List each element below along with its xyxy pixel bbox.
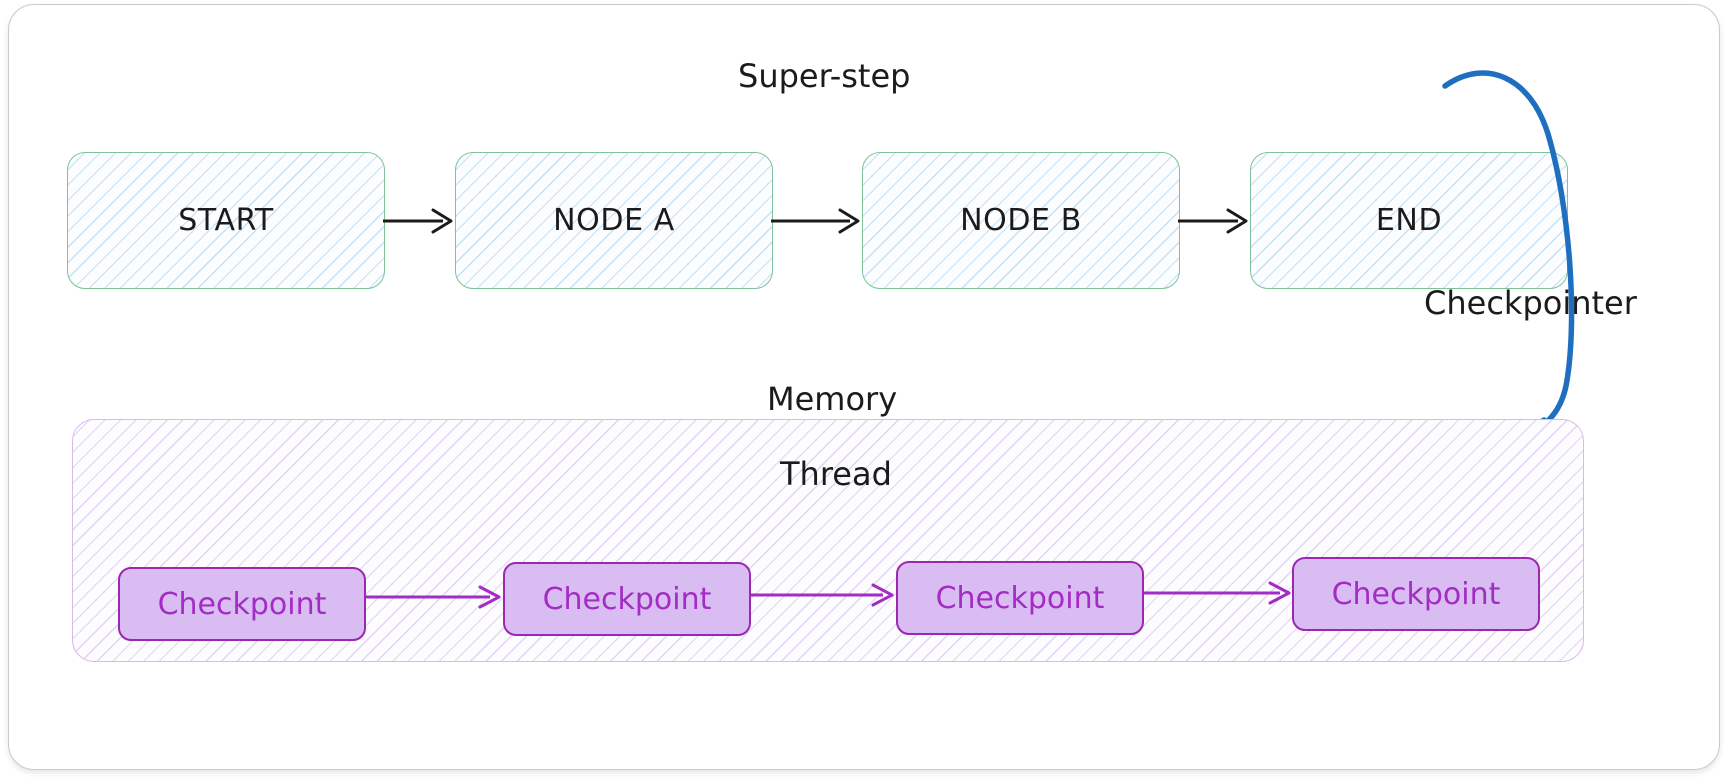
checkpointer-label: Checkpointer <box>1424 284 1637 322</box>
thread-label: Thread <box>780 455 892 493</box>
checkpoint-node-2-label: Checkpoint <box>542 581 712 617</box>
checkpoint-node-2[interactable]: Checkpoint <box>503 562 751 636</box>
checkpoint-node-3[interactable]: Checkpoint <box>896 561 1144 635</box>
checkpoint-node-3-label: Checkpoint <box>935 580 1105 616</box>
graph-node-node-b[interactable]: NODE B <box>862 152 1180 289</box>
graph-node-start-label: START <box>178 203 274 238</box>
memory-label: Memory <box>767 380 898 418</box>
arrow-node-a-to-node-b <box>771 208 860 234</box>
checkpoint-node-4[interactable]: Checkpoint <box>1292 557 1540 631</box>
graph-node-end[interactable]: END <box>1250 152 1568 289</box>
super-step-label: Super-step <box>738 57 911 95</box>
checkpoint-node-1-label: Checkpoint <box>157 586 327 622</box>
graph-node-end-label: END <box>1375 203 1443 238</box>
arrow-checkpoint-1-to-2 <box>366 585 501 609</box>
arrow-start-to-node-a <box>383 208 453 234</box>
graph-node-start[interactable]: START <box>67 152 385 289</box>
graph-node-node-a[interactable]: NODE A <box>455 152 773 289</box>
checkpoint-node-1[interactable]: Checkpoint <box>118 567 366 641</box>
graph-node-node-b-label: NODE B <box>960 203 1082 238</box>
arrow-checkpoint-2-to-3 <box>751 583 894 607</box>
arrow-node-b-to-end <box>1178 208 1248 234</box>
arrow-checkpoint-3-to-4 <box>1144 581 1291 605</box>
checkpoint-node-4-label: Checkpoint <box>1331 576 1501 612</box>
graph-node-node-a-label: NODE A <box>553 203 675 238</box>
